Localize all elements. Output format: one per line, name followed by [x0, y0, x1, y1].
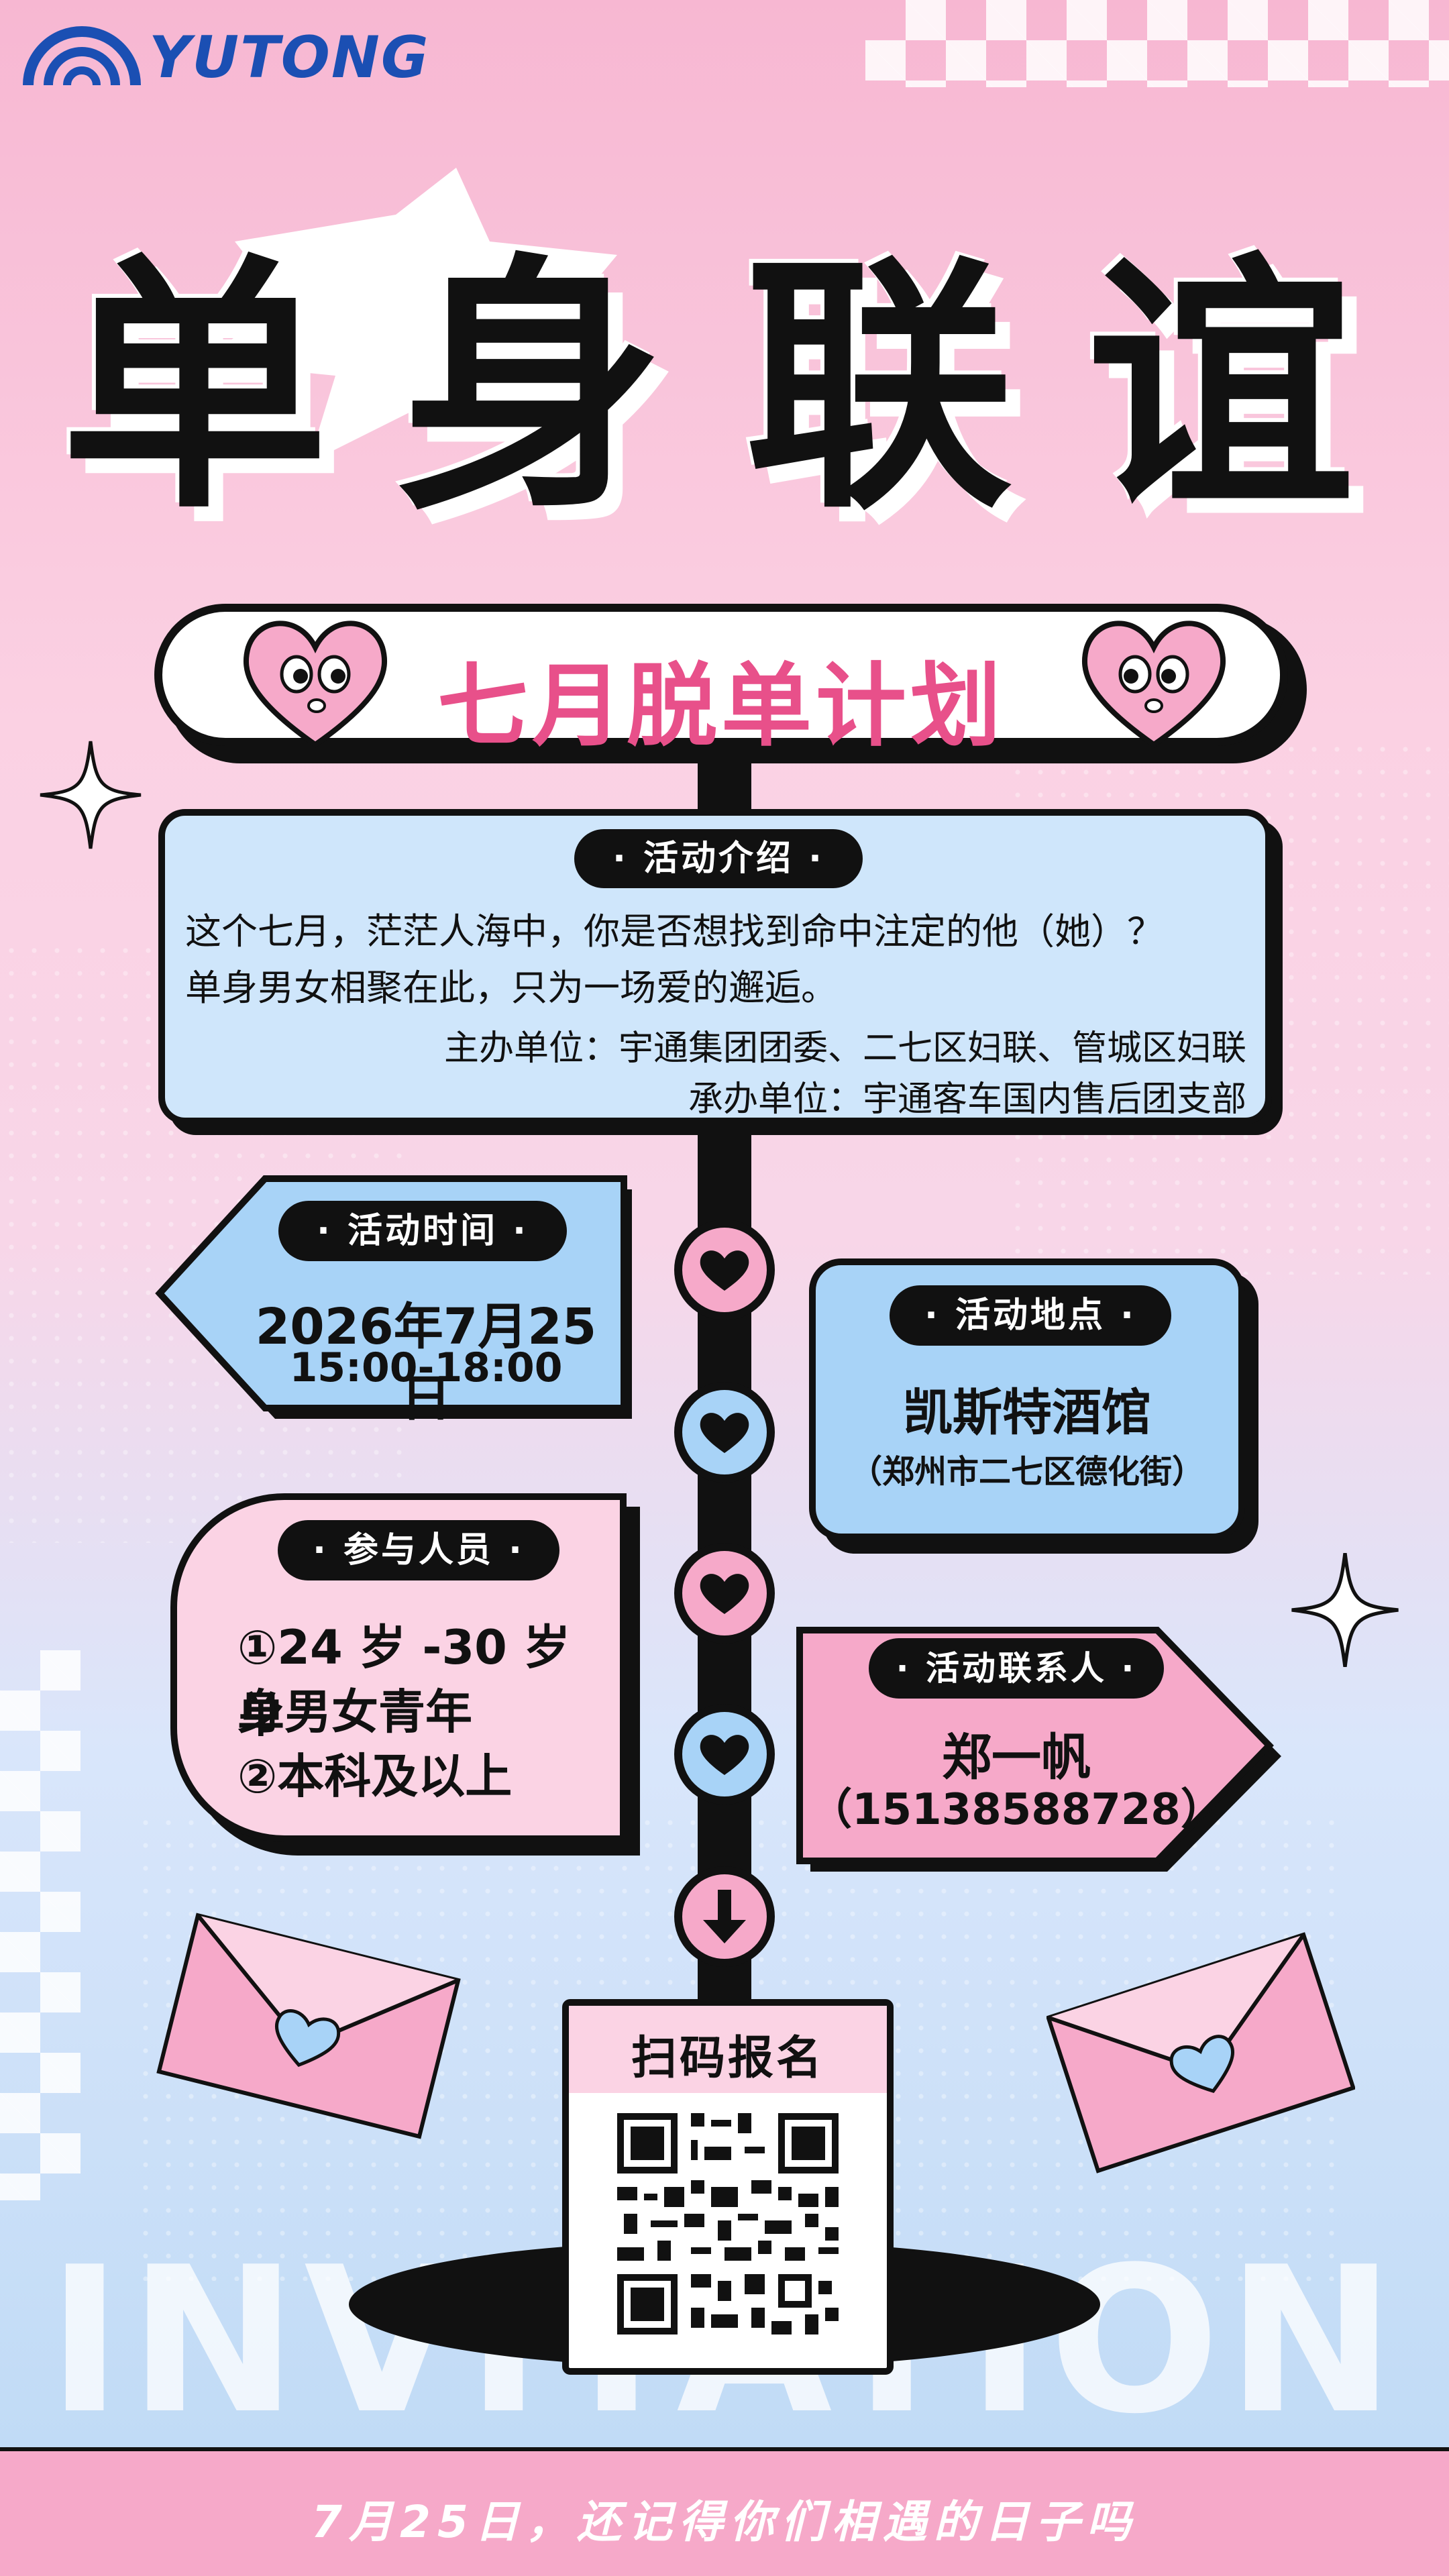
intro-line-1: 这个七月，茫茫人海中，你是否想找到命中注定的他（她）？: [185, 910, 1163, 953]
location-address: （郑州市二七区德化街）: [849, 1453, 1204, 1491]
participants-line-1: ①24 岁 -30 岁 单: [237, 1620, 571, 1743]
timeline-node-arrow: [674, 1866, 775, 1967]
heart-icon: [700, 1574, 749, 1614]
brand-arc-icon: [23, 26, 141, 86]
footer-bar: 7月25日，还记得你们相遇的日子吗: [0, 2447, 1449, 2576]
location-card: · 活动地点 · 凯斯特酒馆 （郑州市二七区德化街）: [809, 1258, 1245, 1540]
contact-tag: · 活动联系人 ·: [869, 1638, 1164, 1699]
heart-face-icon-right: [1081, 621, 1226, 748]
heart-icon: [700, 1413, 749, 1453]
checker-pattern-left: [0, 1650, 80, 2200]
qr-code-icon[interactable]: [610, 2106, 845, 2341]
location-tag: · 活动地点 ·: [890, 1285, 1171, 1346]
checker-pattern-top: [865, 0, 1449, 87]
timeline-node-4: [674, 1704, 775, 1805]
participants-tag: · 参与人员 ·: [278, 1520, 559, 1580]
qr-label: 扫码报名: [631, 2032, 824, 2085]
contact-phone: （15138588728）: [809, 1785, 1224, 1835]
arrow-down-icon: [703, 1890, 746, 1943]
heart-icon: [700, 1250, 749, 1291]
contact-name: 郑一帆: [942, 1729, 1091, 1786]
intro-panel: · 活动介绍 · 这个七月，茫茫人海中，你是否想找到命中注定的他（她）？ 单身男…: [158, 809, 1272, 1124]
envelope-icon-left: [156, 1913, 461, 2139]
title-char-1: 单: [60, 233, 329, 545]
starburst-shape: [201, 168, 617, 463]
intro-organizer: 承办单位：宇通客车国内售后团支部: [688, 1079, 1246, 1120]
qr-card[interactable]: 扫码报名: [562, 1999, 894, 2375]
intro-line-2: 单身男女相聚在此，只为一场爱的邂逅。: [185, 967, 837, 1009]
envelope-icon-right: [1046, 1932, 1355, 2174]
title-char-2: 身: [396, 233, 664, 545]
brand-logo: YUTONG: [21, 19, 451, 93]
title-char-4: 谊: [1087, 233, 1355, 545]
intro-host: 主办单位：宇通集团团委、二七区妇联、管城区妇联: [443, 1028, 1246, 1069]
brand-logo-text: YUTONG: [149, 24, 430, 91]
qr-card-header: [569, 2006, 887, 2093]
timeline-node-2: [674, 1382, 775, 1483]
participants-line-2: 身男女青年: [237, 1684, 472, 1739]
footer-text: 7月25日，还记得你们相遇的日子吗: [311, 2496, 1138, 2548]
heart-face-icon-left: [243, 621, 388, 748]
intro-tag: · 活动介绍 ·: [574, 829, 863, 888]
location-name: 凯斯特酒馆: [903, 1384, 1151, 1442]
participants-line-3: ②本科及以上: [237, 1749, 513, 1804]
time-hours: 15:00-18:00: [289, 1344, 563, 1391]
participants-card: · 参与人员 · ①24 岁 -30 岁 单 身男女青年 ②本科及以上: [170, 1493, 627, 1842]
banner-text: 七月脱单计划: [437, 653, 1005, 759]
title-char-3: 联: [745, 233, 1013, 545]
sparkle-icon-right: [1291, 1552, 1399, 1668]
time-date: 2026年7月25日: [255, 1298, 597, 1428]
timeline-node-1: [674, 1220, 775, 1320]
timeline-node-3: [674, 1543, 775, 1644]
heart-icon: [700, 1735, 749, 1775]
sparkle-icon-left: [40, 741, 142, 849]
time-tag: · 活动时间 ·: [278, 1201, 567, 1261]
